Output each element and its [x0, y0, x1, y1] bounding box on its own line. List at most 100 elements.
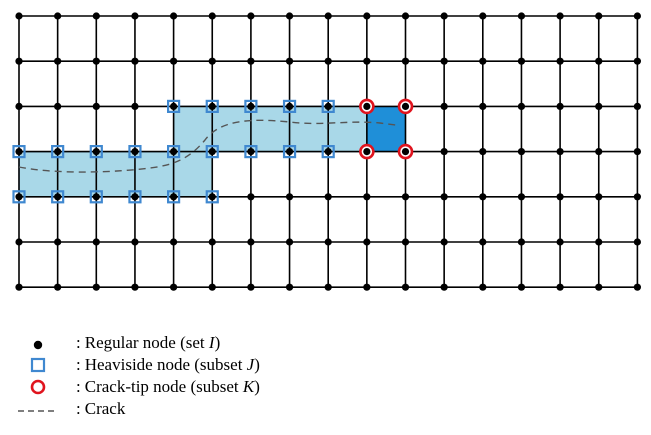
- heaviside-node-marker: [244, 145, 258, 159]
- regular-node: [92, 238, 100, 246]
- regular-node: [131, 102, 139, 110]
- regular-node: [324, 12, 332, 20]
- regular-node: [92, 193, 100, 201]
- regular-node: [247, 12, 255, 20]
- regular-node: [54, 238, 62, 246]
- legend-set-symbol: K: [242, 377, 255, 396]
- heaviside-node-marker: [51, 145, 65, 159]
- xfem-mesh-diagram: [12, 12, 642, 291]
- regular-node: [170, 148, 178, 156]
- legend-set-symbol: I: [208, 333, 215, 352]
- crack-tip-element: [366, 106, 406, 152]
- regular-node: [324, 57, 332, 65]
- heaviside-node-marker: [244, 99, 258, 114]
- regular-node: [633, 148, 642, 156]
- regular-node: [285, 57, 294, 65]
- regular-node: [440, 148, 448, 156]
- mesh-nodes: [12, 12, 642, 291]
- regular-node: [208, 102, 216, 110]
- regular-node: [324, 148, 332, 156]
- heaviside-node-marker: [51, 190, 65, 204]
- regular-node: [170, 193, 178, 201]
- heaviside-node-marker: [167, 190, 181, 204]
- regular-node: [595, 283, 603, 291]
- regular-node: [131, 148, 139, 156]
- crack-tip-node-icon: [30, 379, 46, 395]
- regular-node: [556, 283, 564, 291]
- heaviside-node-marker: [282, 145, 297, 159]
- regular-node: [247, 238, 255, 246]
- heaviside-node-marker: [12, 145, 26, 159]
- regular-node: [517, 148, 526, 156]
- heaviside-node-marker: [205, 145, 219, 159]
- regular-node: [363, 238, 371, 246]
- regular-node: [595, 102, 603, 110]
- regular-node: [479, 57, 487, 65]
- regular-node: [247, 283, 255, 291]
- legend-label: Crack-tip node (subset: [84, 377, 243, 396]
- crack-path: [18, 119, 397, 173]
- regular-node: [556, 102, 564, 110]
- legend-label: Crack: [84, 399, 126, 418]
- regular-node: [15, 57, 23, 65]
- regular-node: [170, 12, 178, 20]
- legend-colon: :: [76, 377, 81, 396]
- regular-node: [285, 193, 294, 201]
- heaviside-node-marker: [321, 99, 335, 114]
- regular-node: [15, 102, 23, 110]
- regular-node: [324, 193, 332, 201]
- regular-node: [247, 193, 255, 201]
- regular-node: [15, 238, 23, 246]
- regular-node: [131, 238, 139, 246]
- heaviside-node-marker: [205, 190, 219, 204]
- regular-node: [595, 12, 603, 20]
- regular-node: [208, 193, 216, 201]
- regular-node: [131, 193, 139, 201]
- regular-node: [517, 193, 526, 201]
- regular-node: [556, 193, 564, 201]
- regular-node: [92, 283, 100, 291]
- regular-node: [285, 102, 294, 110]
- regular-node: [92, 12, 100, 20]
- regular-node: [556, 12, 564, 20]
- legend-paren: ): [254, 355, 260, 374]
- regular-node: [517, 102, 526, 110]
- regular-node: [633, 57, 642, 65]
- heaviside-node-marker: [89, 190, 103, 204]
- regular-node: [208, 283, 216, 291]
- regular-node: [517, 238, 526, 246]
- regular-node: [556, 238, 564, 246]
- regular-node: [54, 193, 62, 201]
- regular-node: [15, 193, 23, 201]
- regular-node: [479, 148, 487, 156]
- regular-node: [54, 12, 62, 20]
- regular-node: [285, 283, 294, 291]
- regular-node: [54, 283, 62, 291]
- regular-node: [595, 238, 603, 246]
- regular-node: [363, 148, 371, 156]
- regular-node: [517, 283, 526, 291]
- regular-node: [401, 57, 410, 65]
- legend-paren: ): [214, 333, 221, 352]
- regular-node: [440, 283, 448, 291]
- regular-node: [440, 57, 448, 65]
- heaviside-node-icon: [30, 357, 46, 373]
- regular-node: [324, 283, 332, 291]
- crack-tip-node-circle: [30, 379, 46, 395]
- regular-node: [92, 102, 100, 110]
- regular-node: [54, 57, 62, 65]
- legend-label: Regular node (set: [84, 333, 209, 352]
- regular-node: [517, 12, 526, 20]
- legend-colon: :: [76, 399, 81, 418]
- crack-line: [18, 119, 397, 173]
- regular-node: [556, 57, 564, 65]
- regular-node: [54, 102, 62, 110]
- heaviside-node-marker: [128, 190, 142, 204]
- regular-node-icon: [33, 340, 43, 350]
- regular-node: [595, 148, 603, 156]
- regular-node: [247, 102, 255, 110]
- regular-node: [479, 283, 487, 291]
- regular-node: [440, 102, 448, 110]
- regular-node: [401, 238, 410, 246]
- legend-set-symbol: J: [246, 355, 255, 374]
